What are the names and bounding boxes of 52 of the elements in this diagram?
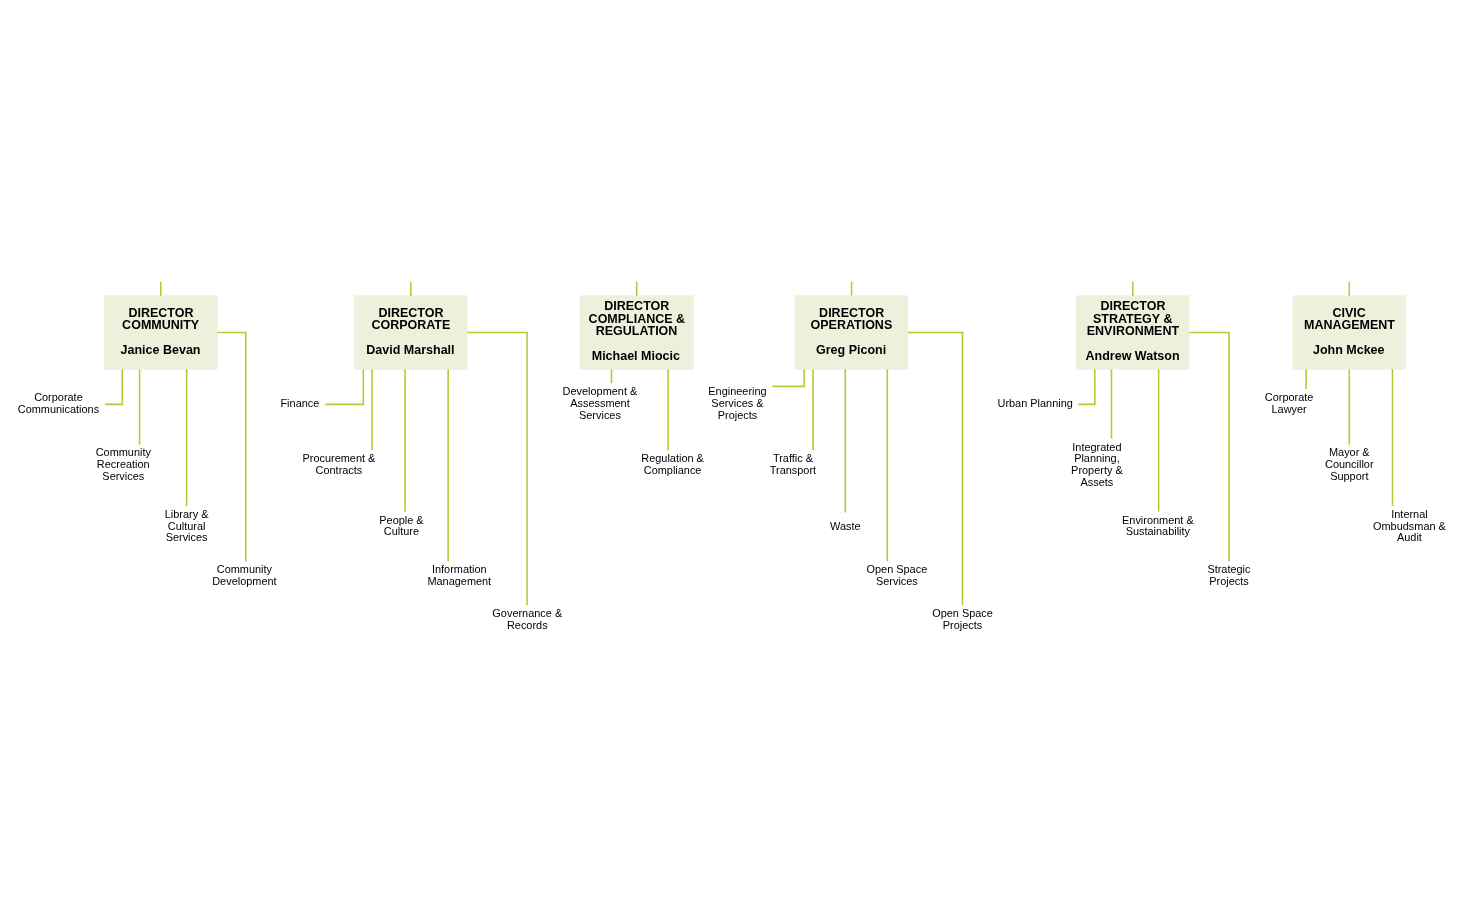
node-text: Community Recreation Services: [95, 445, 151, 482]
node-text: Waste: [830, 519, 861, 532]
connector: [447, 367, 449, 562]
node-text: Procurement & Contracts: [302, 451, 376, 476]
node-text: Open Space Projects: [932, 606, 993, 631]
connector: [371, 368, 373, 451]
connector: [667, 368, 669, 451]
node-text: Internal Ombudsman & Audit: [1373, 507, 1446, 543]
node-box: DIRECTOR STRATEGY & ENVIRONMENT Andrew Watson: [1076, 294, 1190, 370]
node-box: DIRECTOR COMMUNITY Janice Bevan: [104, 294, 218, 370]
connector: [1110, 368, 1113, 439]
connector: [1157, 367, 1160, 512]
node-text: Environment & Sustainability: [1122, 513, 1194, 537]
node-text: Mayor & Councillor Support: [1325, 445, 1374, 482]
node-text: Finance: [280, 396, 320, 409]
connector: [886, 367, 889, 562]
node-box: DIRECTOR CORPORATE David Marshall: [354, 294, 468, 370]
node-box: CIVIC MANAGEMENT John Mckee: [1292, 294, 1406, 370]
node-text: People & Culture: [379, 513, 424, 537]
connector: [1188, 331, 1230, 562]
connector: [216, 331, 247, 562]
node-text: Open Space Services: [866, 562, 928, 587]
connector: [185, 367, 188, 507]
connector: [907, 331, 964, 606]
node-text: Community Development: [212, 562, 277, 587]
connector: [466, 331, 528, 606]
node-text: Regulation & Compliance: [641, 451, 704, 476]
node-text: Strategic Projects: [1207, 562, 1251, 587]
node-text: Integrated Planning, Property & Assets: [1071, 440, 1123, 488]
node-text: Governance & Records: [492, 606, 563, 631]
node-text: Information Management: [427, 562, 492, 587]
connector: [1132, 280, 1134, 296]
node-text: Urban Planning: [997, 396, 1073, 409]
node-text: Engineering Services & Projects: [708, 384, 767, 421]
connector: [1391, 367, 1394, 507]
connector: [1305, 368, 1307, 390]
node-box: DIRECTOR OPERATIONS Greg Piconi: [794, 294, 909, 370]
node-text: Traffic & Transport: [769, 451, 817, 476]
connector: [771, 368, 805, 387]
connector: [844, 367, 847, 513]
connector: [404, 367, 406, 512]
connector: [138, 368, 141, 445]
connector: [160, 280, 162, 296]
node-text: Library & Cultural Services: [164, 507, 209, 543]
node-text: Development & Assessment Services: [562, 384, 638, 421]
connector: [324, 368, 365, 405]
node-box: DIRECTOR COMPLIANCE & REGULATION Michael Miocic: [579, 294, 694, 370]
connector: [1348, 368, 1351, 445]
node-text: Corporate Lawyer: [1264, 390, 1314, 415]
connector: [812, 368, 814, 451]
connector: [410, 280, 412, 296]
node-text: Corporate Communications: [17, 390, 100, 415]
